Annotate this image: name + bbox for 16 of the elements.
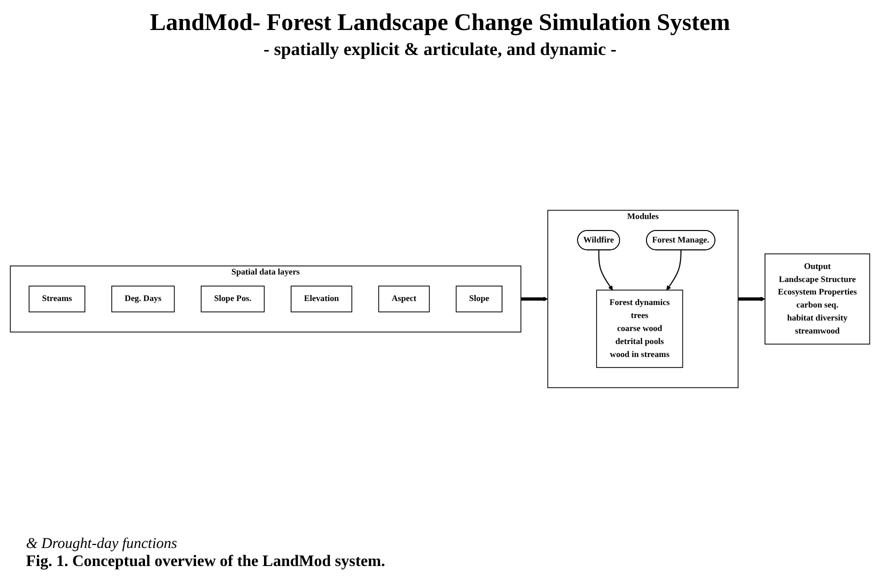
arrow [598,250,613,290]
title: LandMod- Forest Landscape Change Simulation System [150,10,730,37]
subtitle: - spatially explicit & articulate, and dynamic - [264,39,616,60]
node-box: Forest dynamics trees coarse wood detrital pools wood in streams [596,289,684,368]
node-box: Output Landscape Structure Ecosystem Properties carbon seq. habitat diversity streamwood [764,252,870,344]
caption: Fig. 1. Conceptual overview of the LandMod system. [26,553,386,571]
node-box: Slope [456,285,502,312]
node-box: Deg. Days [111,285,175,312]
node-box: Slope Pos. [200,285,265,312]
note: & Drought-day functions [26,536,178,552]
node-box: Aspect [378,285,430,312]
node-box: Elevation [290,285,352,312]
arrow [738,296,766,301]
node-box: Streams [28,285,86,312]
arrow [666,250,682,290]
arrow [520,296,548,301]
